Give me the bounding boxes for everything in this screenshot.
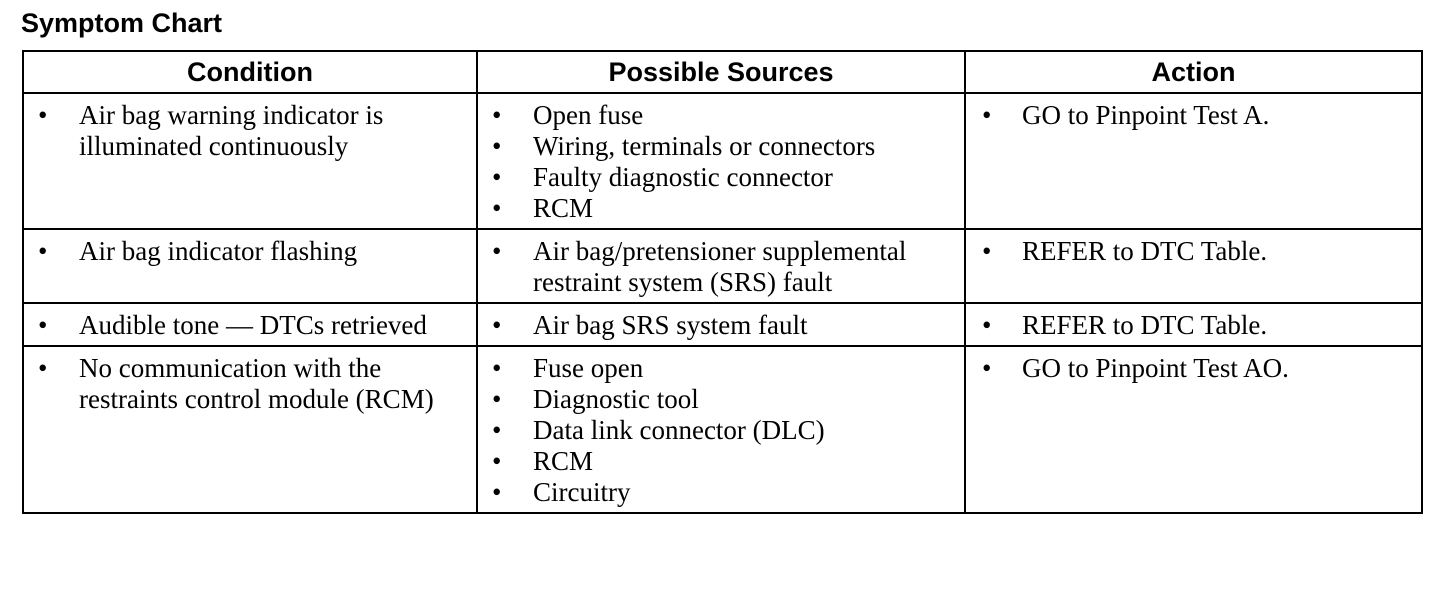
- sources-list: • Open fuse • Wiring, terminals or connect…: [478, 94, 964, 228]
- bullet-icon: •: [492, 236, 502, 266]
- list-item: • Wiring, terminals or connectors: [478, 131, 964, 162]
- bullet-icon: •: [492, 446, 502, 476]
- condition-list: • Air bag indicator flashing: [24, 230, 476, 271]
- action-list: • GO to Pinpoint Test AO.: [966, 347, 1421, 388]
- condition-cell: • Air bag indicator flashing: [22, 228, 478, 304]
- bullet-icon: •: [38, 100, 48, 130]
- bullet-icon: •: [492, 193, 502, 223]
- list-item: • Air bag warning indicator is illuminate…: [24, 100, 476, 162]
- action-cell: • REFER to DTC Table.: [964, 228, 1423, 304]
- list-item: • Air bag/pretensioner supplemental restr…: [478, 236, 964, 298]
- sources-list: • Air bag SRS system fault: [478, 304, 964, 345]
- list-item: • RCM: [478, 446, 964, 477]
- source-text: Fuse open: [533, 353, 644, 383]
- table-row: • Air bag indicator flashing • Air bag/pre…: [22, 228, 1423, 304]
- table-row: • Air bag warning indicator is illuminate…: [22, 92, 1423, 230]
- source-text: Data link connector (DLC): [533, 415, 825, 445]
- bullet-icon: •: [492, 477, 502, 507]
- list-item: • Data link connector (DLC): [478, 415, 964, 446]
- condition-cell: • Air bag warning indicator is illuminate…: [22, 92, 478, 230]
- bullet-icon: •: [982, 310, 992, 340]
- list-item: • GO to Pinpoint Test AO.: [966, 353, 1421, 384]
- column-header-condition: Condition: [22, 50, 478, 94]
- column-header-action: Action: [964, 50, 1423, 94]
- bullet-icon: •: [492, 131, 502, 161]
- action-text: REFER to DTC Table.: [1022, 236, 1268, 266]
- list-item: • RCM: [478, 193, 964, 224]
- sources-list: • Air bag/pretensioner supplemental restr…: [478, 230, 964, 302]
- list-item: • GO to Pinpoint Test A.: [966, 100, 1421, 131]
- action-list: • GO to Pinpoint Test A.: [966, 94, 1421, 135]
- bullet-icon: •: [38, 353, 48, 383]
- bullet-icon: •: [38, 310, 48, 340]
- list-item: • REFER to DTC Table.: [966, 236, 1421, 267]
- bullet-icon: •: [492, 415, 502, 445]
- source-text: RCM: [533, 193, 594, 223]
- condition-cell: • No communication with the restraints co…: [22, 345, 478, 514]
- source-text: Wiring, terminals or connectors: [533, 131, 876, 161]
- action-text: GO to Pinpoint Test AO.: [1022, 353, 1289, 383]
- action-cell: • GO to Pinpoint Test AO.: [964, 345, 1423, 514]
- source-text: Circuitry: [533, 477, 631, 507]
- sources-cell: • Fuse open • Diagnostic tool • Data link c…: [476, 345, 966, 514]
- source-text: Air bag/pretensioner supplemental restra…: [533, 236, 907, 297]
- list-item: • REFER to DTC Table.: [966, 310, 1421, 341]
- sources-list: • Fuse open • Diagnostic tool • Data link c…: [478, 347, 964, 512]
- list-item: • No communication with the restraints co…: [24, 353, 476, 415]
- condition-cell: • Audible tone — DTCs retrieved: [22, 302, 478, 347]
- action-list: • REFER to DTC Table.: [966, 304, 1421, 345]
- list-item: • Air bag indicator flashing: [24, 236, 476, 267]
- list-item: • Diagnostic tool: [478, 384, 964, 415]
- bullet-icon: •: [982, 100, 992, 130]
- bullet-icon: •: [492, 353, 502, 383]
- column-header-possible-sources: Possible Sources: [476, 50, 966, 94]
- bullet-icon: •: [492, 384, 502, 414]
- bullet-icon: •: [492, 162, 502, 192]
- action-text: REFER to DTC Table.: [1022, 310, 1268, 340]
- action-list: • REFER to DTC Table.: [966, 230, 1421, 271]
- table-header-row: Condition Possible Sources Action: [22, 50, 1423, 94]
- action-text: GO to Pinpoint Test A.: [1022, 100, 1270, 130]
- source-text: Open fuse: [533, 100, 644, 130]
- list-item: • Audible tone — DTCs retrieved: [24, 310, 476, 341]
- symptom-chart-table: Condition Possible Sources Action • Air b…: [22, 50, 1423, 514]
- condition-list: • Audible tone — DTCs retrieved: [24, 304, 476, 345]
- source-text: Air bag SRS system fault: [533, 310, 808, 340]
- list-item: • Fuse open: [478, 353, 964, 384]
- condition-text: Air bag indicator flashing: [79, 236, 358, 266]
- condition-text: No communication with the restraints con…: [79, 353, 434, 414]
- list-item: • Circuitry: [478, 477, 964, 508]
- bullet-icon: •: [982, 236, 992, 266]
- condition-text: Audible tone — DTCs retrieved: [79, 310, 427, 340]
- table-row: • No communication with the restraints co…: [22, 345, 1423, 514]
- condition-text: Air bag warning indicator is illuminated…: [79, 100, 384, 161]
- bullet-icon: •: [38, 236, 48, 266]
- sources-cell: • Air bag SRS system fault: [476, 302, 966, 347]
- condition-list: • Air bag warning indicator is illuminate…: [24, 94, 476, 166]
- list-item: • Open fuse: [478, 100, 964, 131]
- source-text: RCM: [533, 446, 594, 476]
- bullet-icon: •: [492, 100, 502, 130]
- source-text: Faulty diagnostic connector: [533, 162, 833, 192]
- source-text: Diagnostic tool: [533, 384, 699, 414]
- action-cell: • GO to Pinpoint Test A.: [964, 92, 1423, 230]
- sources-cell: • Air bag/pretensioner supplemental restr…: [476, 228, 966, 304]
- condition-list: • No communication with the restraints co…: [24, 347, 476, 419]
- sources-cell: • Open fuse • Wiring, terminals or connect…: [476, 92, 966, 230]
- action-cell: • REFER to DTC Table.: [964, 302, 1423, 347]
- list-item: • Faulty diagnostic connector: [478, 162, 964, 193]
- list-item: • Air bag SRS system fault: [478, 310, 964, 341]
- bullet-icon: •: [982, 353, 992, 383]
- page-title: Symptom Chart: [21, 8, 223, 38]
- table-row: • Audible tone — DTCs retrieved • Air bag …: [22, 302, 1423, 347]
- bullet-icon: •: [492, 310, 502, 340]
